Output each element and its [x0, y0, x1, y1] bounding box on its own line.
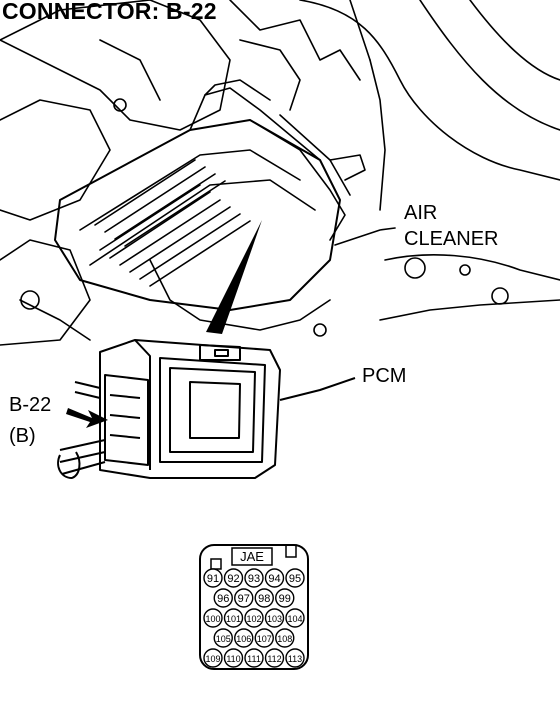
- connector-pin: [244, 648, 264, 668]
- connector-pin-label: 106: [236, 634, 251, 644]
- connector-pin: [275, 588, 295, 608]
- connector-pin: [213, 628, 233, 648]
- connector-pin: [223, 648, 244, 668]
- connector-pin: [203, 648, 223, 668]
- connector-pin: [285, 568, 305, 588]
- connector-pin: [203, 608, 223, 628]
- connector-pin-label: 91: [207, 573, 219, 585]
- connector-pin-label: 110: [226, 654, 240, 664]
- connector-pin-label: 108: [277, 634, 292, 644]
- connector-pin-label: 105: [216, 634, 231, 644]
- connector-pin-label: 107: [257, 634, 272, 644]
- connector-pin: [285, 648, 305, 668]
- connector-pin: [285, 608, 305, 628]
- connector-face: 91 92 93 94 95 96 97 98 99 100 101 102 103 104 105 106 1…: [199, 544, 309, 670]
- connector-pin: [275, 628, 295, 648]
- connector-pin: [203, 568, 223, 588]
- connector-side-label: (B): [9, 425, 36, 447]
- connector-arrow: [66, 408, 108, 428]
- connector-pin-label: 97: [238, 593, 250, 605]
- connector-pin-label: 104: [287, 614, 302, 624]
- connector-pin-label: 94: [268, 573, 280, 585]
- connector-pin: [244, 568, 264, 588]
- connector-pin-label: 95: [289, 573, 301, 585]
- connector-pin: [254, 628, 274, 648]
- connector-pin: [234, 588, 254, 608]
- connector-pin-label: 98: [258, 593, 270, 605]
- connector-pin-label: 103: [267, 614, 282, 624]
- connector-pin: [264, 648, 285, 668]
- connector-pin: [234, 628, 254, 648]
- connector-pin: [244, 608, 264, 628]
- connector-pin-label: 111: [247, 654, 261, 664]
- air-cleaner-label-line2: CLEANER: [404, 228, 499, 250]
- connector-pin-label: 100: [205, 614, 220, 624]
- connector-pin-label: 113: [288, 654, 302, 664]
- connector-pin: [223, 608, 244, 628]
- connector-pin-label: 101: [226, 614, 241, 624]
- connector-pin-label: 109: [205, 654, 220, 664]
- connector-pin: [254, 588, 274, 608]
- pcm-label: PCM: [362, 365, 407, 387]
- connector-id-label: B-22: [9, 394, 52, 416]
- connector-pin: [213, 588, 233, 608]
- connector-pin: [264, 608, 285, 628]
- connector-pin: [264, 568, 285, 588]
- air-cleaner-label-line1: AIR: [404, 202, 438, 224]
- pcm-unit: [57, 339, 356, 479]
- connector-pin-label: 92: [227, 573, 239, 585]
- connector-pin: [223, 568, 244, 588]
- pointer-wedge: [206, 220, 262, 334]
- connector-pin-label: 93: [248, 573, 260, 585]
- connector-pin-label: 96: [217, 593, 229, 605]
- connector-pin-label: 102: [246, 614, 261, 624]
- connector-type-label: JAE: [240, 549, 264, 564]
- connector-pin-label: 99: [279, 593, 291, 605]
- connector-pin-label: 112: [267, 654, 281, 664]
